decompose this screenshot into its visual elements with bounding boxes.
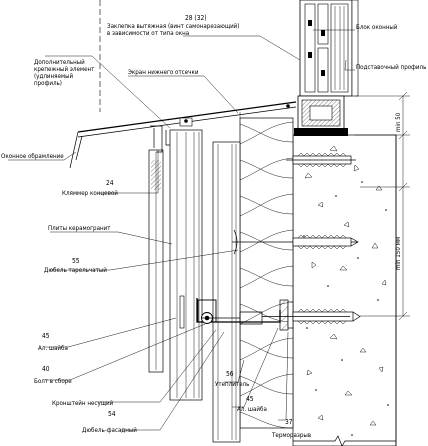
label-end-clip: Кляммер концевой	[62, 189, 118, 197]
label-extra-fastener-1: Дополнительный	[34, 58, 85, 66]
label-dim-50: min 50	[395, 112, 402, 132]
label-rivet-desc-1: Заклепка вытяжная (винт самонарезающий)	[107, 22, 239, 30]
sill-support-profile	[294, 95, 348, 136]
label-bolt-num: 40	[42, 365, 50, 373]
facade-dowel	[262, 308, 361, 325]
concrete-aggregate-marks	[303, 145, 389, 436]
sill-anchor	[286, 152, 356, 168]
label-rivet-desc-2: в зависимости от типа окна	[107, 30, 189, 37]
label-window-frame: Блок оконный	[356, 23, 398, 31]
leader-lines	[8, 29, 355, 431]
label-extra-fastener-4: профиль)	[34, 80, 62, 87]
thermal-break-pad	[279, 299, 294, 331]
label-facade-dowel: Дюбель-фасадный	[82, 426, 137, 434]
label-facade-dowel-num: 54	[108, 410, 116, 418]
vertical-guide-profile	[212, 141, 241, 443]
label-lower-screen: Экран нижнего отсечки	[128, 69, 199, 76]
end-clip	[150, 125, 163, 153]
label-rivet-size: 28 (32)	[185, 14, 207, 22]
label-washer-left-num: 45	[42, 332, 50, 340]
window-frame-block	[299, 0, 359, 97]
outer-cladding-strip	[148, 149, 164, 373]
concrete-wall	[292, 134, 397, 446]
label-ceramic-plates: Плиты керамогранит	[48, 225, 111, 232]
label-insulation: Утеплитель	[215, 381, 249, 388]
dimension-lines	[355, 91, 410, 321]
insulation-layer	[239, 117, 294, 429]
label-insulation-num: 56	[226, 370, 234, 378]
label-end-clip-num: 24	[106, 179, 114, 187]
label-washer-left: Ал. шайба	[38, 344, 68, 352]
ceramic-granite-plate	[169, 129, 203, 401]
label-bolt: Болт в сборе	[34, 377, 72, 385]
label-dim-150: min 150 мм	[395, 237, 402, 270]
label-disc-dowel: Дюбель тарельчатый	[44, 266, 107, 274]
label-extra-fastener-2: крепежный элемент	[34, 65, 95, 73]
label-sill-profile: Подставочный профиль	[356, 63, 426, 71]
label-washer-right: Ал. шайба	[237, 405, 267, 413]
label-window-trim: Оконное обрамление	[1, 152, 64, 160]
label-bracket: Кронштейн несущий	[52, 399, 114, 407]
disc-dowel	[232, 229, 359, 255]
label-extra-fastener-3: (удлиняемый	[34, 72, 73, 80]
label-washer-right-num: 45	[246, 395, 254, 403]
label-thermal-break: Терморазрыв	[271, 432, 311, 439]
label-disc-dowel-num: 55	[72, 257, 80, 265]
label-thermal-break-num: 37	[285, 418, 293, 426]
extra-fastener-profile	[165, 130, 170, 146]
lower-screen-sill	[69, 101, 297, 169]
callout-labels: Блок оконный 28 (32) Заклепка вытяжная (…	[1, 14, 426, 439]
